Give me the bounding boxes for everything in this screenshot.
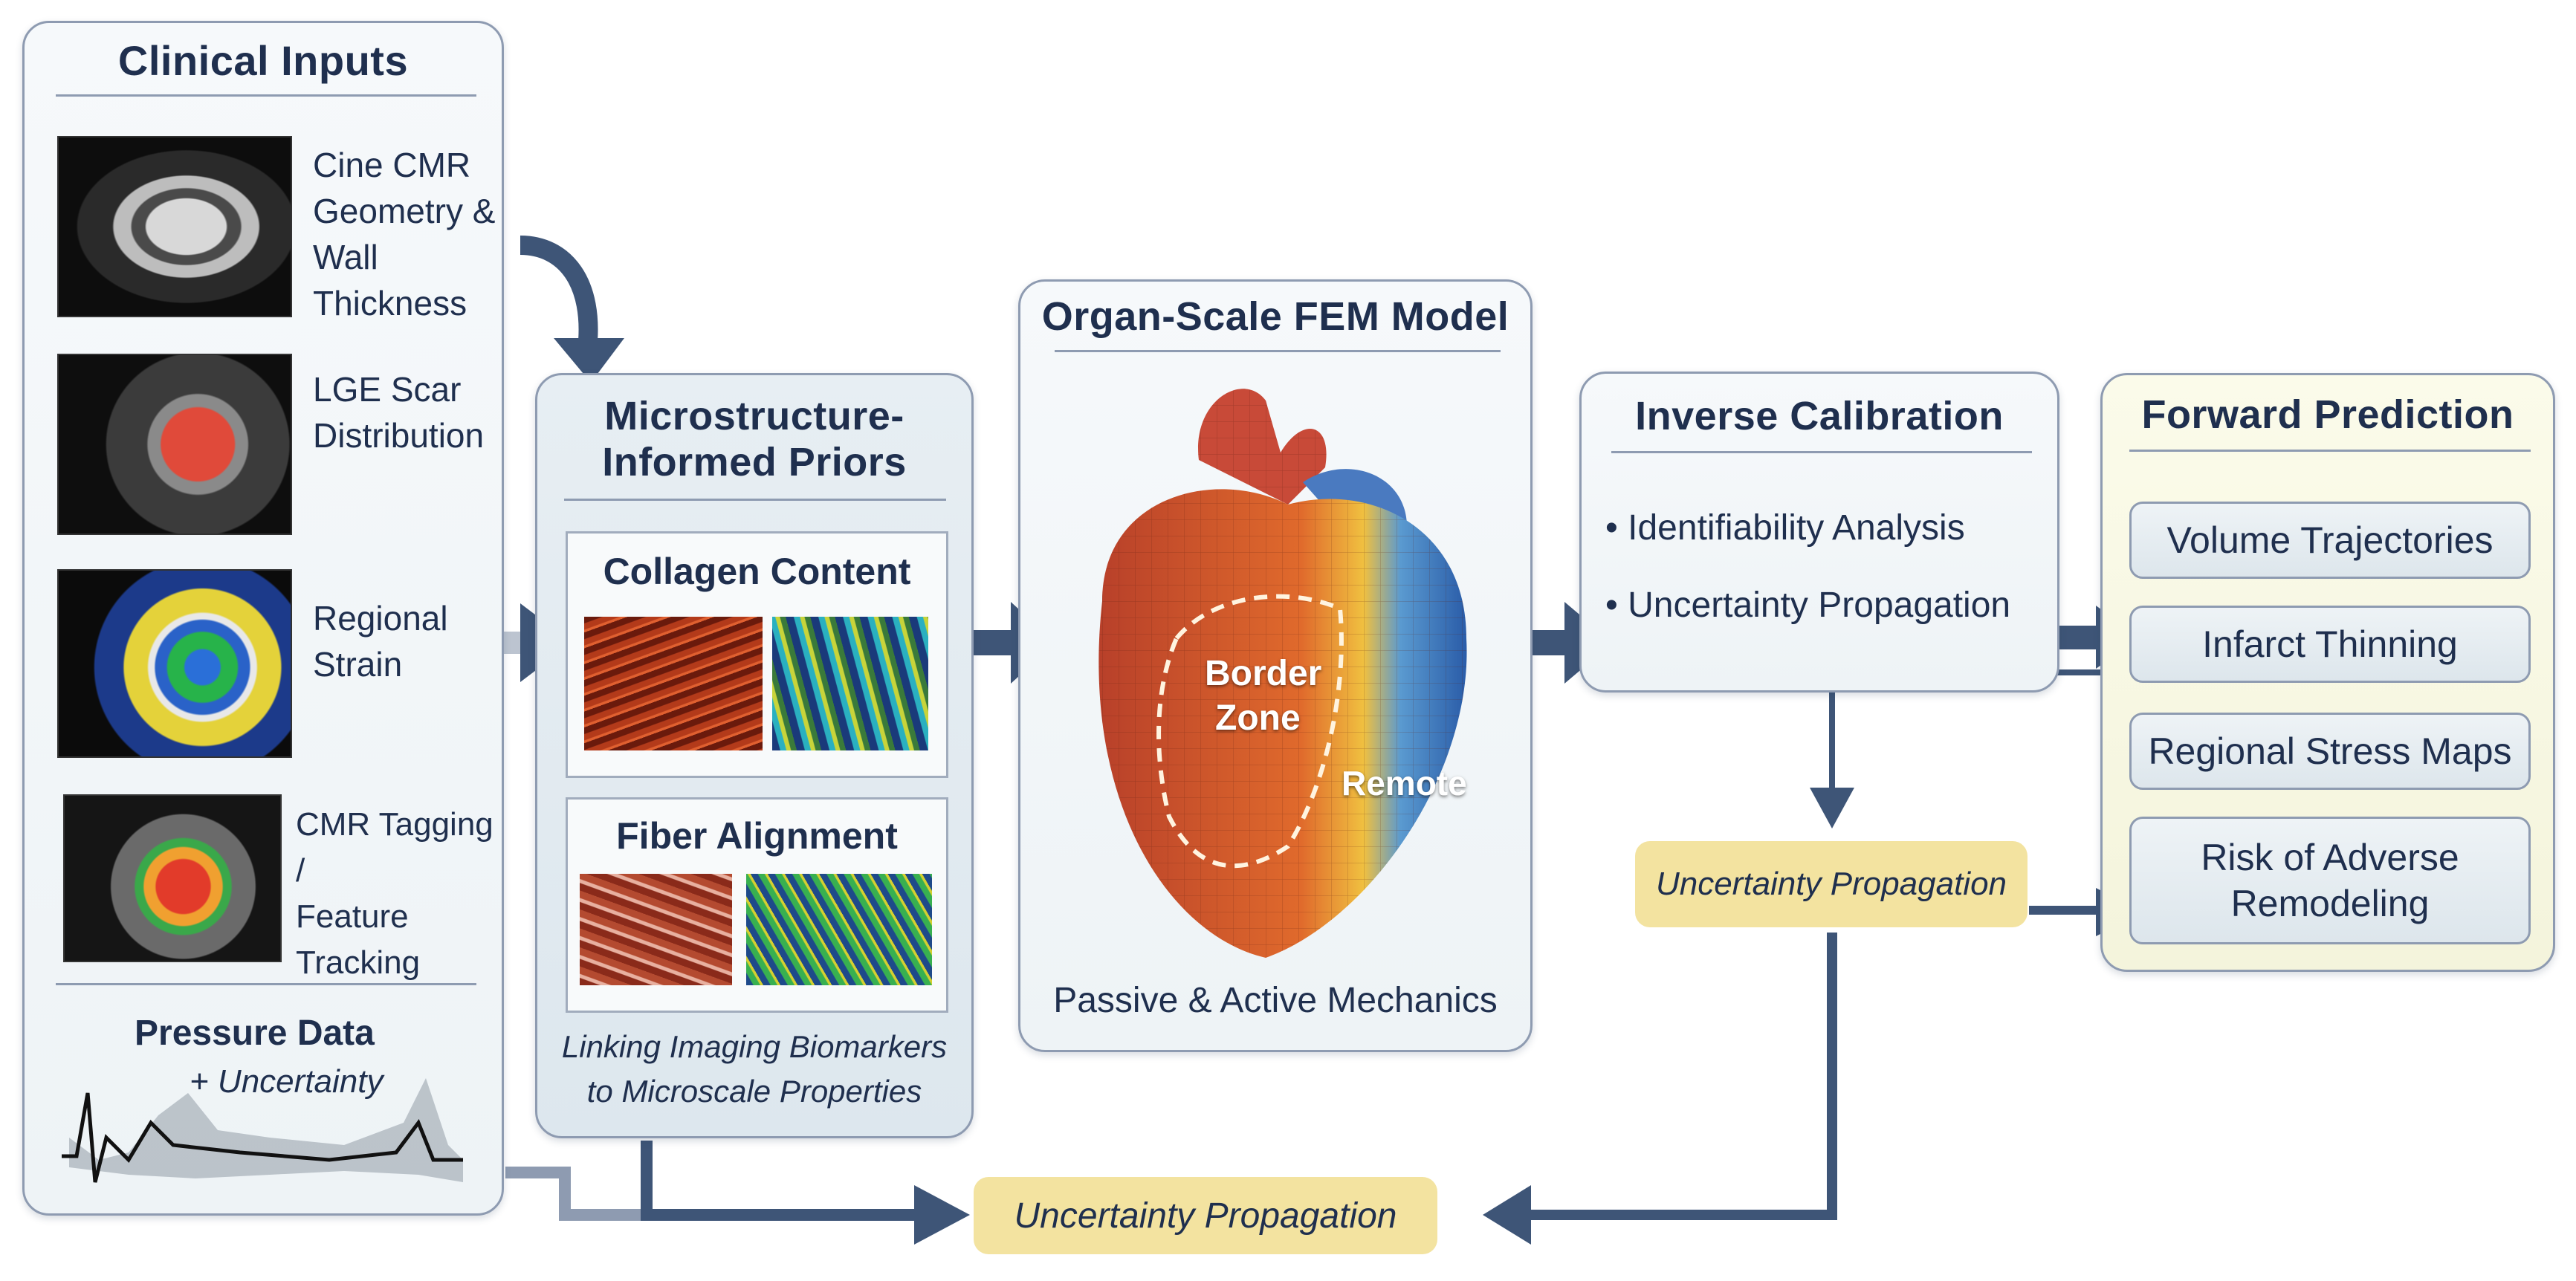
infarct-thinning-box: Infarct Thinning [2129, 606, 2531, 683]
collagen-image-2 [772, 617, 928, 750]
risk-remodeling-box: Risk of Adverse Remodeling [2129, 817, 2531, 944]
uncertainty-propagation-bottom: Uncertainty Propagation [974, 1177, 1437, 1254]
tagging-image [63, 794, 282, 962]
forward-title: Forward Prediction [2141, 392, 2514, 437]
priors-rule [564, 499, 946, 501]
lge-scar-image [57, 354, 292, 535]
fem-caption: Passive & Active Mechanics [1053, 981, 1498, 1020]
heart-model [1098, 389, 1467, 958]
fem-rule [1055, 350, 1501, 352]
fiber-title: Fiber Alignment [616, 815, 898, 857]
inverse-bullet-2: • Uncertainty Propagation [1605, 585, 2010, 626]
lge-scar-label: LGE Scar Distribution [313, 370, 485, 455]
remote-label: Remote [1342, 764, 1467, 802]
volume-trajectories-box: Volume Trajectories [2129, 502, 2531, 579]
clinical-inputs-title: Clinical Inputs [117, 37, 409, 84]
priors-title-line2: Informed Priors [602, 440, 907, 484]
connector-mid-to-bottom [1524, 933, 1837, 1220]
collagen-box: Collagen Content [566, 531, 948, 778]
clinical-inputs-rule [56, 94, 476, 97]
uncertainty-propagation-mid: Uncertainty Propagation [1635, 841, 2028, 927]
fem-model-panel: Organ-Scale FEM Model Border Zone Remote… [1018, 279, 1533, 1052]
forward-rule [2129, 450, 2531, 452]
fiber-image-2 [746, 874, 932, 985]
connector-clinical-to-bottom [505, 1167, 907, 1221]
cine-cmr-image [57, 136, 292, 317]
pressure-rule [56, 983, 476, 985]
arrow-head-bottom-right [1483, 1185, 1531, 1245]
connector-priors-to-bottom [641, 1141, 922, 1221]
priors-caption-line2: to Microscale Properties [586, 1074, 922, 1109]
arrow-head-to-uncertainty [1810, 788, 1854, 828]
microstructure-priors-panel: Microstructure- Informed Priors Collagen… [535, 373, 974, 1138]
collagen-image-1 [584, 617, 763, 750]
bullet-dot-icon: • [1605, 508, 1628, 548]
inverse-bullet-1: • Identifiability Analysis [1605, 507, 1965, 548]
arrow-cine-to-priors [520, 236, 598, 351]
border-zone-outline [1156, 594, 1344, 869]
inverse-title: Inverse Calibration [1635, 394, 2004, 438]
pressure-subtitle: + Uncertainty [190, 1063, 384, 1100]
priors-title-line1: Microstructure- [604, 394, 904, 438]
priors-caption-line1: Linking Imaging Biomarkers [561, 1029, 948, 1064]
fiber-image-1 [580, 874, 732, 985]
fem-title: Organ-Scale FEM Model [1041, 294, 1509, 339]
arrow-head-bottom-left [914, 1185, 970, 1245]
cine-cmr-label: Cine CMR Geometry & Wall Thickness [313, 146, 496, 322]
fiber-box: Fiber Alignment [566, 797, 948, 1013]
regional-stress-maps-box: Regional Stress Maps [2129, 713, 2531, 790]
bullet-dot-icon: • [1605, 586, 1628, 625]
pressure-waveform [62, 1078, 463, 1183]
inverse-rule [1611, 451, 2032, 453]
inverse-calibration-panel: Inverse Calibration • Identifiability An… [1579, 372, 2059, 693]
collagen-title: Collagen Content [603, 551, 911, 592]
strain-map-image [57, 569, 292, 758]
strain-label: Regional Strain [313, 599, 448, 684]
tagging-label: CMR Tagging / Feature Tracking [296, 806, 493, 981]
pressure-title: Pressure Data [135, 1014, 375, 1053]
forward-prediction-panel: Forward Prediction Volume Trajectories I… [2100, 373, 2555, 972]
border-zone-label-1: Border [1205, 654, 1322, 693]
uncertainty-propagation-label: Uncertainty Propagation [1628, 586, 2011, 625]
border-zone-label-2: Zone [1215, 698, 1301, 738]
clinical-inputs-panel: Clinical Inputs Cine CMR Geometry & Wall… [22, 21, 504, 1216]
arrow-head-cine [554, 338, 624, 383]
identifiability-label: Identifiability Analysis [1628, 508, 1965, 548]
